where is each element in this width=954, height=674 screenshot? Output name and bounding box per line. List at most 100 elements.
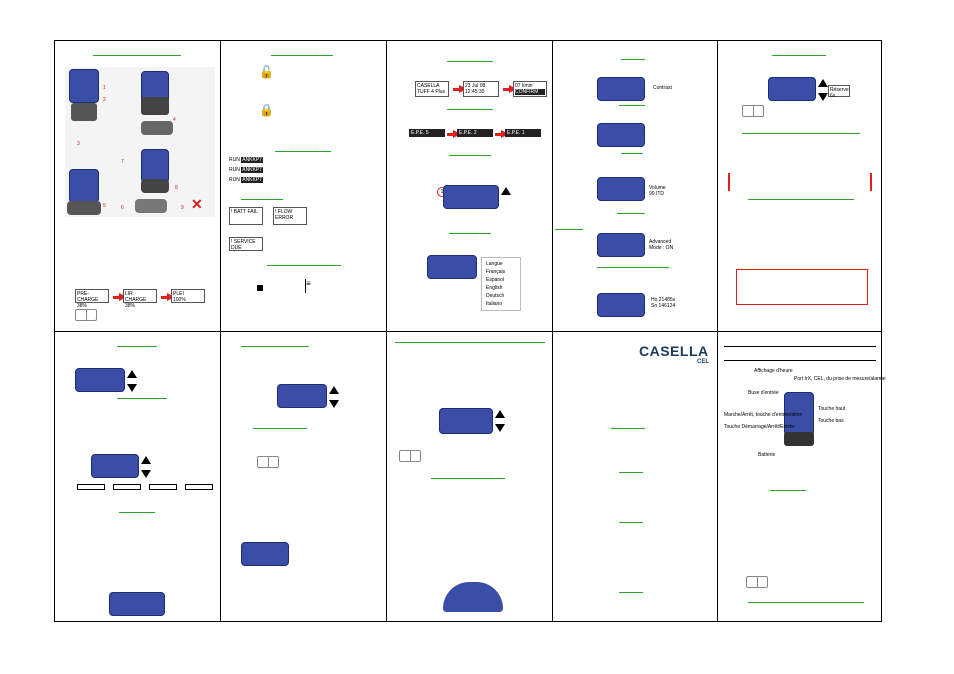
keypad-image xyxy=(241,542,289,566)
flow-error-display: ! FLOW ERROR xyxy=(273,207,307,225)
full-charge-label: PLEI xyxy=(173,291,184,297)
rule xyxy=(724,360,876,361)
down-key-icon xyxy=(495,424,505,432)
advanced-label: Advanced xyxy=(649,239,672,245)
step-number: 2 xyxy=(103,97,106,103)
flow-bar xyxy=(149,484,177,490)
up-key-icon xyxy=(495,410,505,418)
pre-charge-display: PRE-CHARGE 38% xyxy=(75,289,109,309)
rule xyxy=(724,346,876,347)
lir-charge-percent: 38% xyxy=(125,303,136,309)
lock-icon: 🔒 xyxy=(259,103,274,117)
section-link[interactable] xyxy=(119,512,155,513)
section-link[interactable] xyxy=(449,155,491,156)
keypad-image xyxy=(597,123,645,147)
flow-display: 07 l/min CONFIRM xyxy=(513,81,547,97)
language-option[interactable]: Deutsch xyxy=(486,293,505,299)
lock-icon: 🔓 xyxy=(259,65,274,79)
section-link[interactable] xyxy=(449,233,491,234)
down-key-icon xyxy=(127,384,137,392)
lir-charge-display: LIR CHARGE 38% xyxy=(123,289,157,309)
section-link[interactable] xyxy=(241,346,309,347)
date-value: 23 Jul 08 xyxy=(465,83,486,89)
language-option[interactable]: Français xyxy=(486,269,506,275)
status-row: RUN ANKKP7 xyxy=(229,157,263,163)
keypad-image xyxy=(443,185,499,209)
model-brand: CASELLA xyxy=(417,83,440,89)
language-option[interactable]: English xyxy=(486,285,503,291)
flow-value: 07 l/min xyxy=(515,83,533,89)
panel-calibration xyxy=(387,332,552,622)
datetime-display: 23 Jul 08 12:45:30 xyxy=(463,81,499,97)
section-link[interactable] xyxy=(447,61,493,62)
section-link[interactable] xyxy=(619,105,645,106)
section-link[interactable] xyxy=(431,478,505,479)
section-link[interactable] xyxy=(275,151,331,152)
error-display: E.P.E. 1 xyxy=(505,129,541,137)
section-link[interactable] xyxy=(772,55,826,56)
serial-label: Sn 146124 xyxy=(651,303,676,309)
part-label: Touche Démarrage/Arrêt/Entrée xyxy=(724,424,795,430)
section-link[interactable] xyxy=(748,199,854,200)
keypad-image xyxy=(277,384,327,408)
section-link[interactable] xyxy=(621,153,643,154)
model-display: CASELLA TUFF 4 Plus xyxy=(415,81,449,97)
section-link[interactable] xyxy=(619,592,643,593)
section-link[interactable] xyxy=(621,59,645,60)
section-link[interactable] xyxy=(748,602,864,603)
language-option[interactable]: Italiano xyxy=(486,301,503,307)
reserve-label: Réserve xyxy=(830,87,849,93)
part-label: Buse d'entrée xyxy=(748,390,779,396)
section-link[interactable] xyxy=(395,342,545,343)
lir-charge-label: LIR CHARGE xyxy=(125,291,147,303)
section-link[interactable] xyxy=(93,55,181,56)
section-link[interactable] xyxy=(447,109,493,110)
panel-status: 🔓 🔒 RUN ANKKP7 RUN ANKKP7 RUN ANKKP7 ! B… xyxy=(221,41,386,331)
status-list: RUN ANKKP7 RUN ANKKP7 RUN ANKKP7 xyxy=(229,157,269,183)
flow-bars xyxy=(77,484,213,490)
step-number: 8 xyxy=(175,185,178,191)
section-link[interactable] xyxy=(555,229,583,230)
device-image xyxy=(69,169,99,203)
section-link[interactable] xyxy=(117,346,157,347)
language-option[interactable]: Espanol xyxy=(486,277,505,283)
program-sequence xyxy=(728,173,872,191)
section-link[interactable] xyxy=(597,267,669,268)
section-link[interactable] xyxy=(619,522,643,523)
section-link[interactable] xyxy=(611,428,645,429)
part-label: Port IrX, CEL, du prise de mesure/alarme xyxy=(794,376,886,382)
section-link[interactable] xyxy=(241,199,283,200)
up-key-icon xyxy=(329,386,339,394)
section-link[interactable] xyxy=(619,472,643,473)
book-icon xyxy=(75,309,97,321)
warning-icon: ! xyxy=(275,209,278,215)
panel-parts-diagram: Affichage d'heure Port IrX, CEL, du pris… xyxy=(718,332,886,622)
logo-sub: CEL xyxy=(697,359,709,365)
keypad-image xyxy=(91,454,139,478)
panel-startup: CASELLA TUFF 4 Plus 23 Jul 08 12:45:30 0… xyxy=(387,41,552,331)
advanced-value: Mode : ON xyxy=(649,245,674,251)
error-display: E.P.E. 5 xyxy=(409,129,445,137)
part-label: Batterie xyxy=(758,452,776,458)
volume-label: Volume xyxy=(649,185,666,191)
pre-charge-label: PRE-CHARGE xyxy=(77,291,99,303)
up-key-icon xyxy=(127,370,137,378)
section-link[interactable] xyxy=(617,213,645,214)
charger-cradle-image xyxy=(67,201,101,215)
contrast-label: Contrast xyxy=(653,85,672,91)
section-link[interactable] xyxy=(117,398,167,399)
charger-cradle-image xyxy=(141,121,173,135)
battery-pack-image xyxy=(141,97,169,115)
section-link[interactable] xyxy=(742,133,860,134)
part-label: Affichage d'heure xyxy=(754,368,793,374)
signal-icon: ≡ xyxy=(305,279,319,293)
language-menu[interactable]: Langue Français Espanol English Deutsch … xyxy=(481,257,521,311)
down-key-icon xyxy=(141,470,151,478)
time-value: 12:45:30 xyxy=(465,89,485,95)
section-link[interactable] xyxy=(770,490,806,491)
section-link[interactable] xyxy=(271,55,333,56)
step-number: 6 xyxy=(121,205,124,211)
section-link[interactable] xyxy=(253,428,307,429)
section-link[interactable] xyxy=(267,265,341,266)
no-entry-icon: ✕ xyxy=(191,196,203,212)
